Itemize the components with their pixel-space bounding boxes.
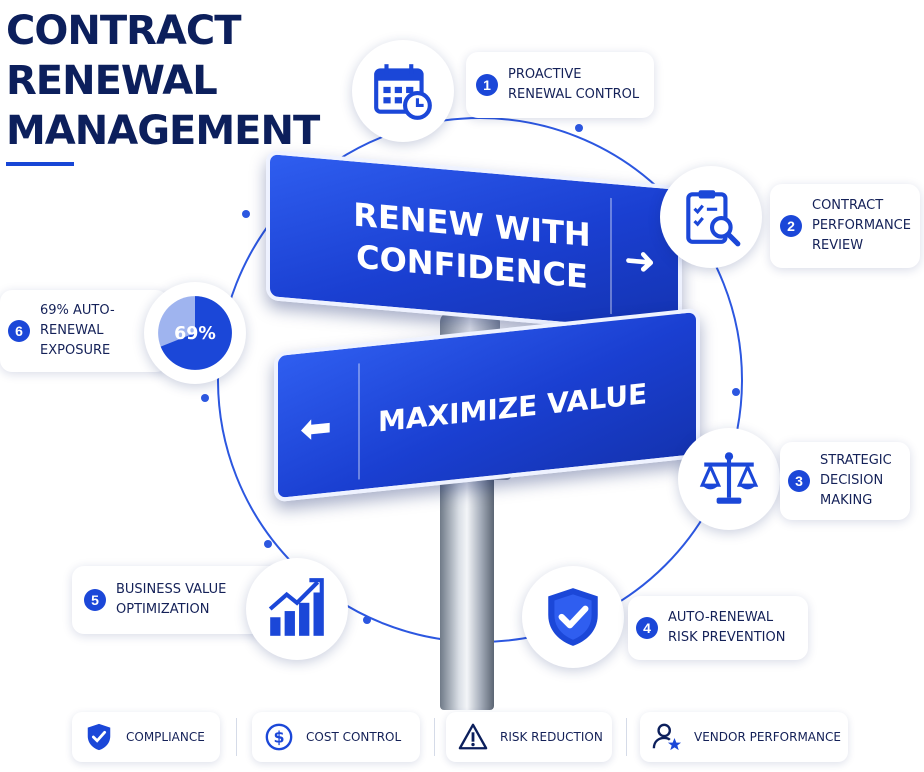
page-title: CONTRACT RENEWAL MANAGEMENT <box>6 6 320 156</box>
step-1-card: 1 PROACTIVE RENEWAL CONTROL <box>466 52 654 118</box>
step-6-card: 6 69% AUTO- RENEWAL EXPOSURE <box>0 290 168 372</box>
step-4-line-2: RISK PREVENTION <box>668 630 786 645</box>
step-2-line-1: CONTRACT <box>812 198 884 213</box>
ring-dot <box>242 210 250 218</box>
ring-dot <box>363 616 371 624</box>
bottom-divider <box>626 718 627 756</box>
bottom-item-cost-control: $ COST CONTROL <box>252 712 420 762</box>
step-4-number: 4 <box>636 617 658 639</box>
bottom-item-vendor-performance: VENDOR PERFORMANCE <box>640 712 848 762</box>
step-2-number: 2 <box>780 215 802 237</box>
scales-icon <box>678 428 780 530</box>
step-1-number: 1 <box>476 74 498 96</box>
title-line-3: MANAGEMENT <box>6 108 320 154</box>
step-6-line-1: 69% AUTO- <box>40 303 115 318</box>
warning-triangle-icon <box>458 723 488 750</box>
calendar-clock-icon <box>352 40 454 142</box>
pie-chart-icon: 69% <box>144 282 246 384</box>
pie-slice <box>160 296 232 370</box>
title-line-1: CONTRACT <box>6 8 242 54</box>
step-4-line-1: AUTO-RENEWAL <box>668 610 774 625</box>
step-6-number: 6 <box>8 320 30 342</box>
bottom-label-risk-reduction: RISK REDUCTION <box>500 730 603 744</box>
ring-dot <box>732 388 740 396</box>
sign-divider <box>610 197 612 315</box>
shield-check-icon <box>522 566 624 668</box>
step-6-line-3: EXPOSURE <box>40 343 111 358</box>
step-3-card: 3 STRATEGIC DECISION MAKING <box>780 442 910 520</box>
step-5-number: 5 <box>84 589 106 611</box>
step-1-line-1: PROACTIVE <box>508 67 582 82</box>
step-2-card: 2 CONTRACT PERFORMANCE REVIEW <box>770 184 920 268</box>
user-star-icon <box>652 723 682 751</box>
pie-value-label: 69% <box>174 324 216 344</box>
arrow-left-icon: ⬅ <box>300 404 332 452</box>
ring-dot <box>264 540 272 548</box>
clipboard-search-icon <box>660 166 762 268</box>
step-4-card: 4 AUTO-RENEWAL RISK PREVENTION <box>628 596 808 660</box>
ring-dot <box>575 124 583 132</box>
step-5-line-2: OPTIMIZATION <box>116 602 210 617</box>
sign-divider <box>358 363 360 480</box>
title-line-2: RENEWAL <box>6 58 218 104</box>
step-2-line-3: REVIEW <box>812 238 864 253</box>
shield-check-icon <box>87 723 111 751</box>
arrow-right-icon: ➜ <box>624 237 656 284</box>
sign-bottom-text: MAXIMIZE VALUE <box>378 377 648 439</box>
sign-pole <box>440 470 494 710</box>
growth-chart-icon <box>246 558 348 660</box>
dollar-circle-icon: $ <box>265 723 293 751</box>
bottom-item-compliance: COMPLIANCE <box>72 712 220 762</box>
bottom-label-vendor-performance: VENDOR PERFORMANCE <box>694 730 841 744</box>
step-3-line-3: MAKING <box>820 493 873 508</box>
step-3-line-2: DECISION <box>820 473 884 488</box>
step-2-line-2: PERFORMANCE <box>812 218 911 233</box>
bottom-divider <box>434 718 435 756</box>
step-3-number: 3 <box>788 470 810 492</box>
title-underline <box>6 162 74 166</box>
svg-text:$: $ <box>273 728 284 747</box>
bottom-item-risk-reduction: RISK REDUCTION <box>446 712 612 762</box>
step-3-line-1: STRATEGIC <box>820 453 892 468</box>
bottom-label-compliance: COMPLIANCE <box>126 730 205 744</box>
step-6-line-2: RENEWAL <box>40 323 104 338</box>
bottom-divider <box>236 718 237 756</box>
step-5-line-1: BUSINESS VALUE <box>116 582 227 597</box>
bottom-label-cost-control: COST CONTROL <box>306 730 402 744</box>
ring-dot <box>201 394 209 402</box>
step-1-line-2: RENEWAL CONTROL <box>508 87 640 102</box>
